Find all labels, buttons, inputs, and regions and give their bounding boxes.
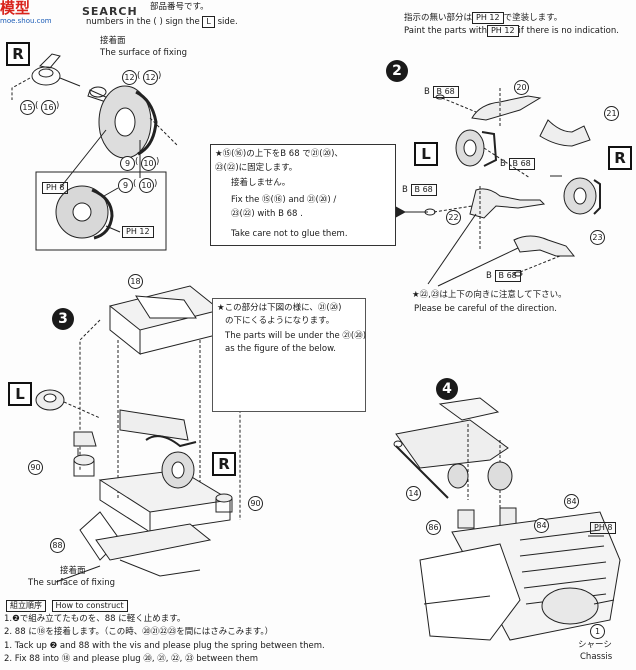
part-number: 14 [406, 486, 421, 501]
fixing-surface-jp: 接着面 [100, 36, 126, 46]
side-l-badge-step2: L [414, 142, 438, 166]
watermark-search: SEARCH [82, 5, 138, 18]
part-number: 10 [141, 156, 156, 171]
step-number-3: 3 [52, 308, 74, 330]
step-number-2: 2 [386, 60, 408, 82]
direction-note-en: Please be careful of the direction. [414, 304, 557, 314]
header-left-en: numbers in the ( ) sign the L side. [86, 16, 238, 28]
side-r-badge-step3: R [212, 452, 236, 476]
chassis-label-jp: シャーシ [578, 640, 612, 650]
label-b68: B B 68 [402, 184, 437, 196]
part-number: 88 [50, 538, 65, 553]
side-l-badge-step3: L [8, 382, 32, 406]
watermark-logo: 模型 moe.shou.com [0, 0, 52, 36]
label-b68: B B 68 [486, 270, 521, 282]
side-r-badge-step2: R [608, 146, 632, 170]
instruction-line: 1. Tack up ❷ and 88 with the vis and ple… [4, 641, 325, 651]
part-number: 90 [28, 460, 43, 475]
part-number: 84 [564, 494, 579, 509]
label-b68: B B 68 [500, 158, 535, 170]
direction-note-jp: ★㉒,㉓は上下の向きに注意して下さい。 [412, 290, 567, 300]
watermark-brand: 模型 [0, 0, 31, 17]
part-number: 12 [122, 70, 137, 85]
part-number: 12 [143, 70, 158, 85]
part-number: 18 [128, 274, 143, 289]
header-left-jp: 部品番号です。 [150, 2, 209, 12]
part-number: 20 [514, 80, 529, 95]
part-number: 86 [426, 520, 441, 535]
side-r-badge-step1: R [6, 42, 30, 66]
part-number: 23 [590, 230, 605, 245]
part-number: 10 [139, 178, 154, 193]
paint-tag: PH 8 [42, 182, 69, 194]
fixing-surface-jp-step3: 接着面 [60, 566, 86, 576]
part-number: 22 [446, 210, 461, 225]
how-to-construct-header: 組立順序 How to construct [6, 600, 128, 612]
part-number: 16 [41, 100, 56, 115]
instruction-line: 2. 88 に⑱を接着します。（この時、⑳㉑㉒㉓を間にはさみこみます。） [4, 627, 274, 637]
paint-tag: PH 8 [590, 522, 617, 534]
side-l-tag: L [202, 16, 215, 28]
part-number: 90 [248, 496, 263, 511]
watermark-site: moe.shou.com [0, 17, 52, 25]
part-number: 1 [590, 624, 605, 639]
part-number: 15 [20, 100, 35, 115]
inset-note-box: ★この部分は下図の様に、㉑(⑳) の下にくるようになります。 The parts… [212, 298, 366, 412]
chassis-label-en: Chassis [580, 652, 613, 662]
part-number: 9 [118, 178, 133, 193]
paint-tag: PH 12 [122, 226, 154, 238]
instruction-line: 1.❷で組み立てたものを、88 に軽く止めます。 [4, 614, 186, 624]
fix-note-box: ★⑮(⑯)の上下をB 68 で㉑(⑳)、 ㉓(㉒)に固定します。 接着しません。… [210, 144, 396, 246]
fixing-surface-en-step3: The surface of fixing [28, 578, 116, 588]
label-b68: B B 68 [424, 86, 459, 98]
fixing-surface-en: The surface of fixing [100, 48, 188, 58]
part-number: 84 [534, 518, 549, 533]
step-number-4: 4 [436, 378, 458, 400]
part-number: 21 [604, 106, 619, 121]
instruction-line: 2. Fix 88 into ⑱ and please plug ⑳, ㉑, ㉒… [4, 654, 258, 664]
part-number: 9 [120, 156, 135, 171]
knuckle-part-shape [31, 66, 61, 86]
